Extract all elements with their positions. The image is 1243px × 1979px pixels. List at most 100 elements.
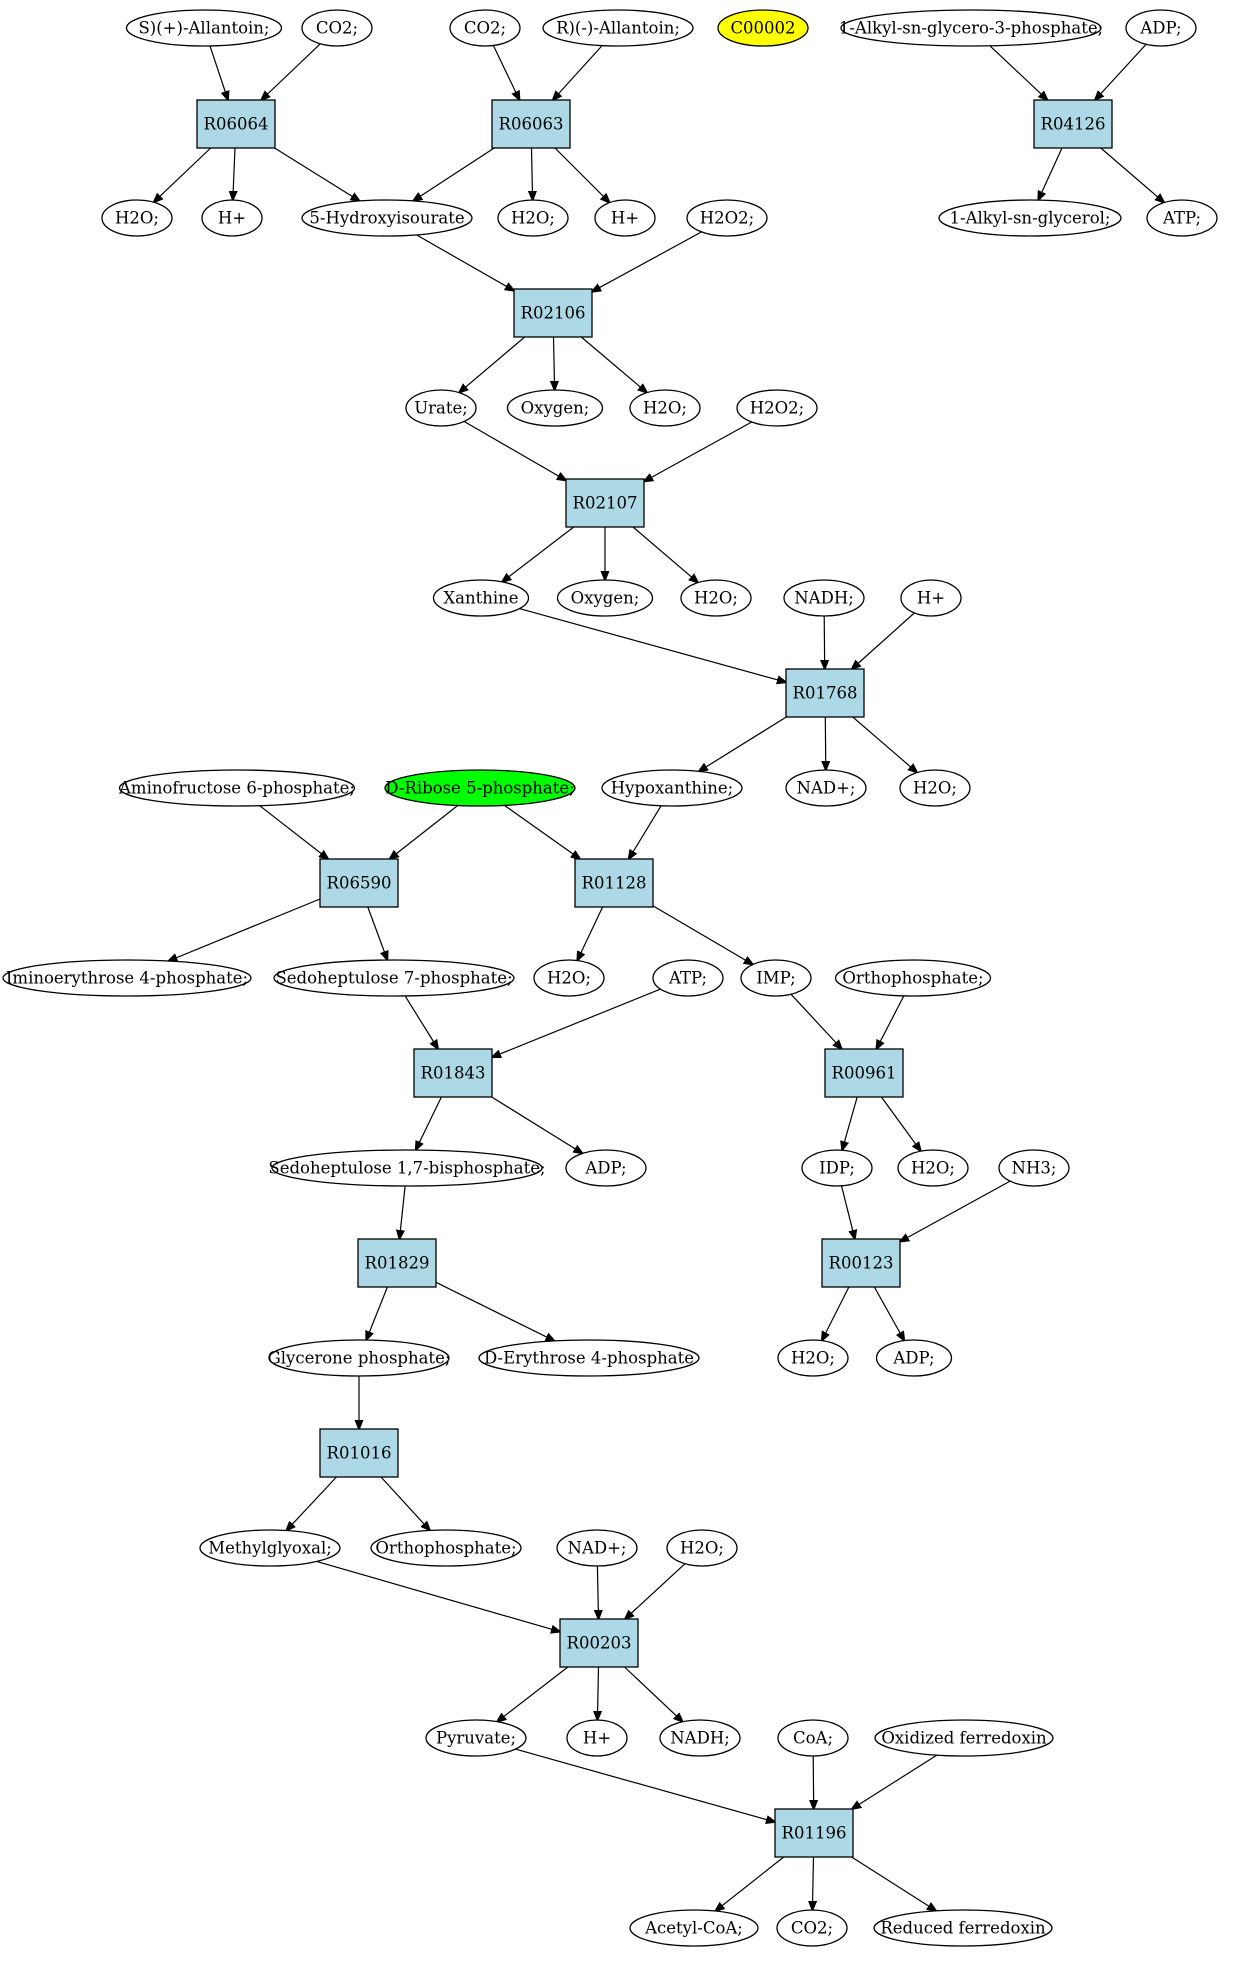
node-label: NADH; bbox=[670, 1729, 730, 1748]
reaction-box bbox=[491, 99, 571, 149]
compound-ellipse bbox=[776, 1909, 848, 1947]
edge-r15-to-c54 bbox=[715, 1856, 785, 1911]
compound-ellipse bbox=[900, 579, 962, 617]
compound-node-c28: NAD+; bbox=[785, 769, 867, 807]
compound-ellipse bbox=[1125, 9, 1197, 47]
compound-node-c33: ATP; bbox=[652, 959, 724, 997]
compound-ellipse bbox=[897, 1149, 969, 1187]
compound-node-c55: CO2; bbox=[776, 1909, 848, 1947]
compound-ellipse bbox=[652, 959, 724, 997]
reaction-box bbox=[559, 1618, 639, 1668]
edge-c19-to-r5 bbox=[644, 421, 752, 482]
node-label: R04126 bbox=[1041, 115, 1106, 134]
reaction-node-r3: R04126 bbox=[1033, 99, 1113, 149]
compound-node-c56: Reduced ferredoxin bbox=[873, 1909, 1053, 1947]
node-label: R01016 bbox=[327, 1444, 392, 1463]
edge-r14-to-c49 bbox=[497, 1666, 569, 1722]
reaction-node-r7: R06590 bbox=[319, 858, 399, 908]
node-label: H2O2; bbox=[750, 399, 804, 418]
node-label: H2O2; bbox=[700, 209, 754, 228]
edge-c34-to-r10 bbox=[790, 993, 842, 1049]
compound-node-c37: ADP; bbox=[565, 1149, 647, 1187]
compound-ellipse bbox=[556, 1529, 638, 1567]
compound-node-c51: NADH; bbox=[659, 1719, 741, 1757]
edge-c3-to-r2 bbox=[492, 45, 519, 101]
node-label: ADP; bbox=[1139, 19, 1181, 38]
compound-ellipse bbox=[938, 199, 1122, 237]
compound-node-c7: ADP; bbox=[1125, 9, 1197, 47]
node-label: CO2; bbox=[791, 1919, 833, 1938]
edge-r6-to-c27 bbox=[699, 716, 787, 771]
reaction-box bbox=[565, 478, 645, 528]
edge-layer bbox=[154, 43, 1164, 1911]
node-label: S)(+)-Allantoin; bbox=[139, 19, 270, 38]
edge-r3-to-c14 bbox=[1038, 147, 1063, 200]
reaction-box bbox=[319, 858, 399, 908]
edge-c6-to-r3 bbox=[989, 45, 1048, 100]
reaction-node-r6: R01768 bbox=[785, 668, 865, 718]
compound-ellipse bbox=[101, 199, 173, 237]
compound-ellipse bbox=[601, 769, 743, 807]
edge-c2-to-r1 bbox=[261, 43, 321, 100]
compound-node-c29: H2O; bbox=[899, 769, 971, 807]
compound-node-c35: Orthophosphate; bbox=[834, 959, 992, 997]
compound-ellipse bbox=[199, 1529, 341, 1567]
edge-c53-to-r15 bbox=[852, 1754, 938, 1809]
compound-ellipse bbox=[370, 1529, 522, 1567]
reaction-box bbox=[513, 288, 593, 338]
compound-ellipse bbox=[542, 9, 694, 47]
node-label: Acetyl-CoA; bbox=[644, 1919, 743, 1938]
reaction-box bbox=[319, 1428, 399, 1478]
node-label: Urate; bbox=[414, 399, 468, 418]
node-label: ATP; bbox=[668, 969, 707, 988]
edge-c26-to-r8 bbox=[504, 804, 581, 859]
compound-ellipse bbox=[840, 9, 1102, 47]
compound-ellipse bbox=[801, 1149, 873, 1187]
node-label: ADP; bbox=[892, 1349, 934, 1368]
node-label: Methylglyoxal; bbox=[208, 1539, 332, 1558]
node-label: H+ bbox=[218, 209, 246, 228]
edge-r5-to-c20 bbox=[502, 526, 575, 582]
edge-c25-to-r7 bbox=[259, 805, 329, 859]
compound-ellipse bbox=[629, 389, 701, 427]
edge-r7-to-c30 bbox=[168, 898, 321, 961]
reaction-box bbox=[785, 668, 865, 718]
edge-r15-to-c56 bbox=[851, 1856, 937, 1911]
compound-ellipse bbox=[666, 1529, 738, 1567]
compound-ellipse bbox=[783, 579, 865, 617]
compound-node-c41: Glycerone phosphate; bbox=[268, 1339, 450, 1377]
compound-node-c16: Urate; bbox=[405, 389, 477, 427]
node-label: R06063 bbox=[499, 115, 564, 134]
compound-ellipse bbox=[497, 199, 569, 237]
reaction-node-r13: R01016 bbox=[319, 1428, 399, 1478]
compound-node-c36: Sedoheptulose 1,7-bisphosphate; bbox=[268, 1149, 546, 1187]
node-label: Hypoxanthine; bbox=[611, 779, 733, 798]
compound-ellipse bbox=[686, 199, 768, 237]
edge-r4-to-c17 bbox=[554, 336, 555, 390]
node-label: H2O; bbox=[511, 209, 555, 228]
edge-c52-to-r15 bbox=[813, 1755, 814, 1809]
compound-node-c6: 1-Alkyl-sn-glycero-3-phosphate; bbox=[839, 9, 1103, 47]
compound-ellipse bbox=[449, 9, 521, 47]
compound-ellipse bbox=[2, 959, 252, 997]
reaction-node-r5: R02107 bbox=[565, 478, 645, 528]
edge-c7-to-r3 bbox=[1095, 43, 1147, 100]
compound-ellipse bbox=[998, 1149, 1070, 1187]
compound-ellipse bbox=[432, 579, 530, 617]
compound-node-c14: 1-Alkyl-sn-glycerol; bbox=[938, 199, 1122, 237]
node-label: Orthophosphate; bbox=[842, 969, 983, 988]
node-label: H2O; bbox=[911, 1159, 955, 1178]
compound-node-c25: Aminofructose 6-phosphate; bbox=[118, 769, 356, 807]
compound-node-c26: D-Ribose 5-phosphate; bbox=[384, 769, 576, 807]
compound-node-c39: H2O; bbox=[897, 1149, 969, 1187]
edge-r1-to-c10 bbox=[274, 147, 360, 201]
edge-r1-to-c8 bbox=[154, 147, 212, 202]
node-label: D-Erythrose 4-phosphate bbox=[484, 1349, 694, 1368]
compound-ellipse bbox=[874, 1719, 1054, 1757]
compound-ellipse bbox=[556, 579, 654, 617]
compound-node-c42: D-Erythrose 4-phosphate bbox=[478, 1339, 700, 1377]
compound-node-c9: H+ bbox=[201, 199, 263, 237]
node-label: H2O; bbox=[680, 1539, 724, 1558]
compound-ellipse bbox=[659, 1719, 741, 1757]
node-label: Oxidized ferredoxin bbox=[881, 1729, 1047, 1748]
